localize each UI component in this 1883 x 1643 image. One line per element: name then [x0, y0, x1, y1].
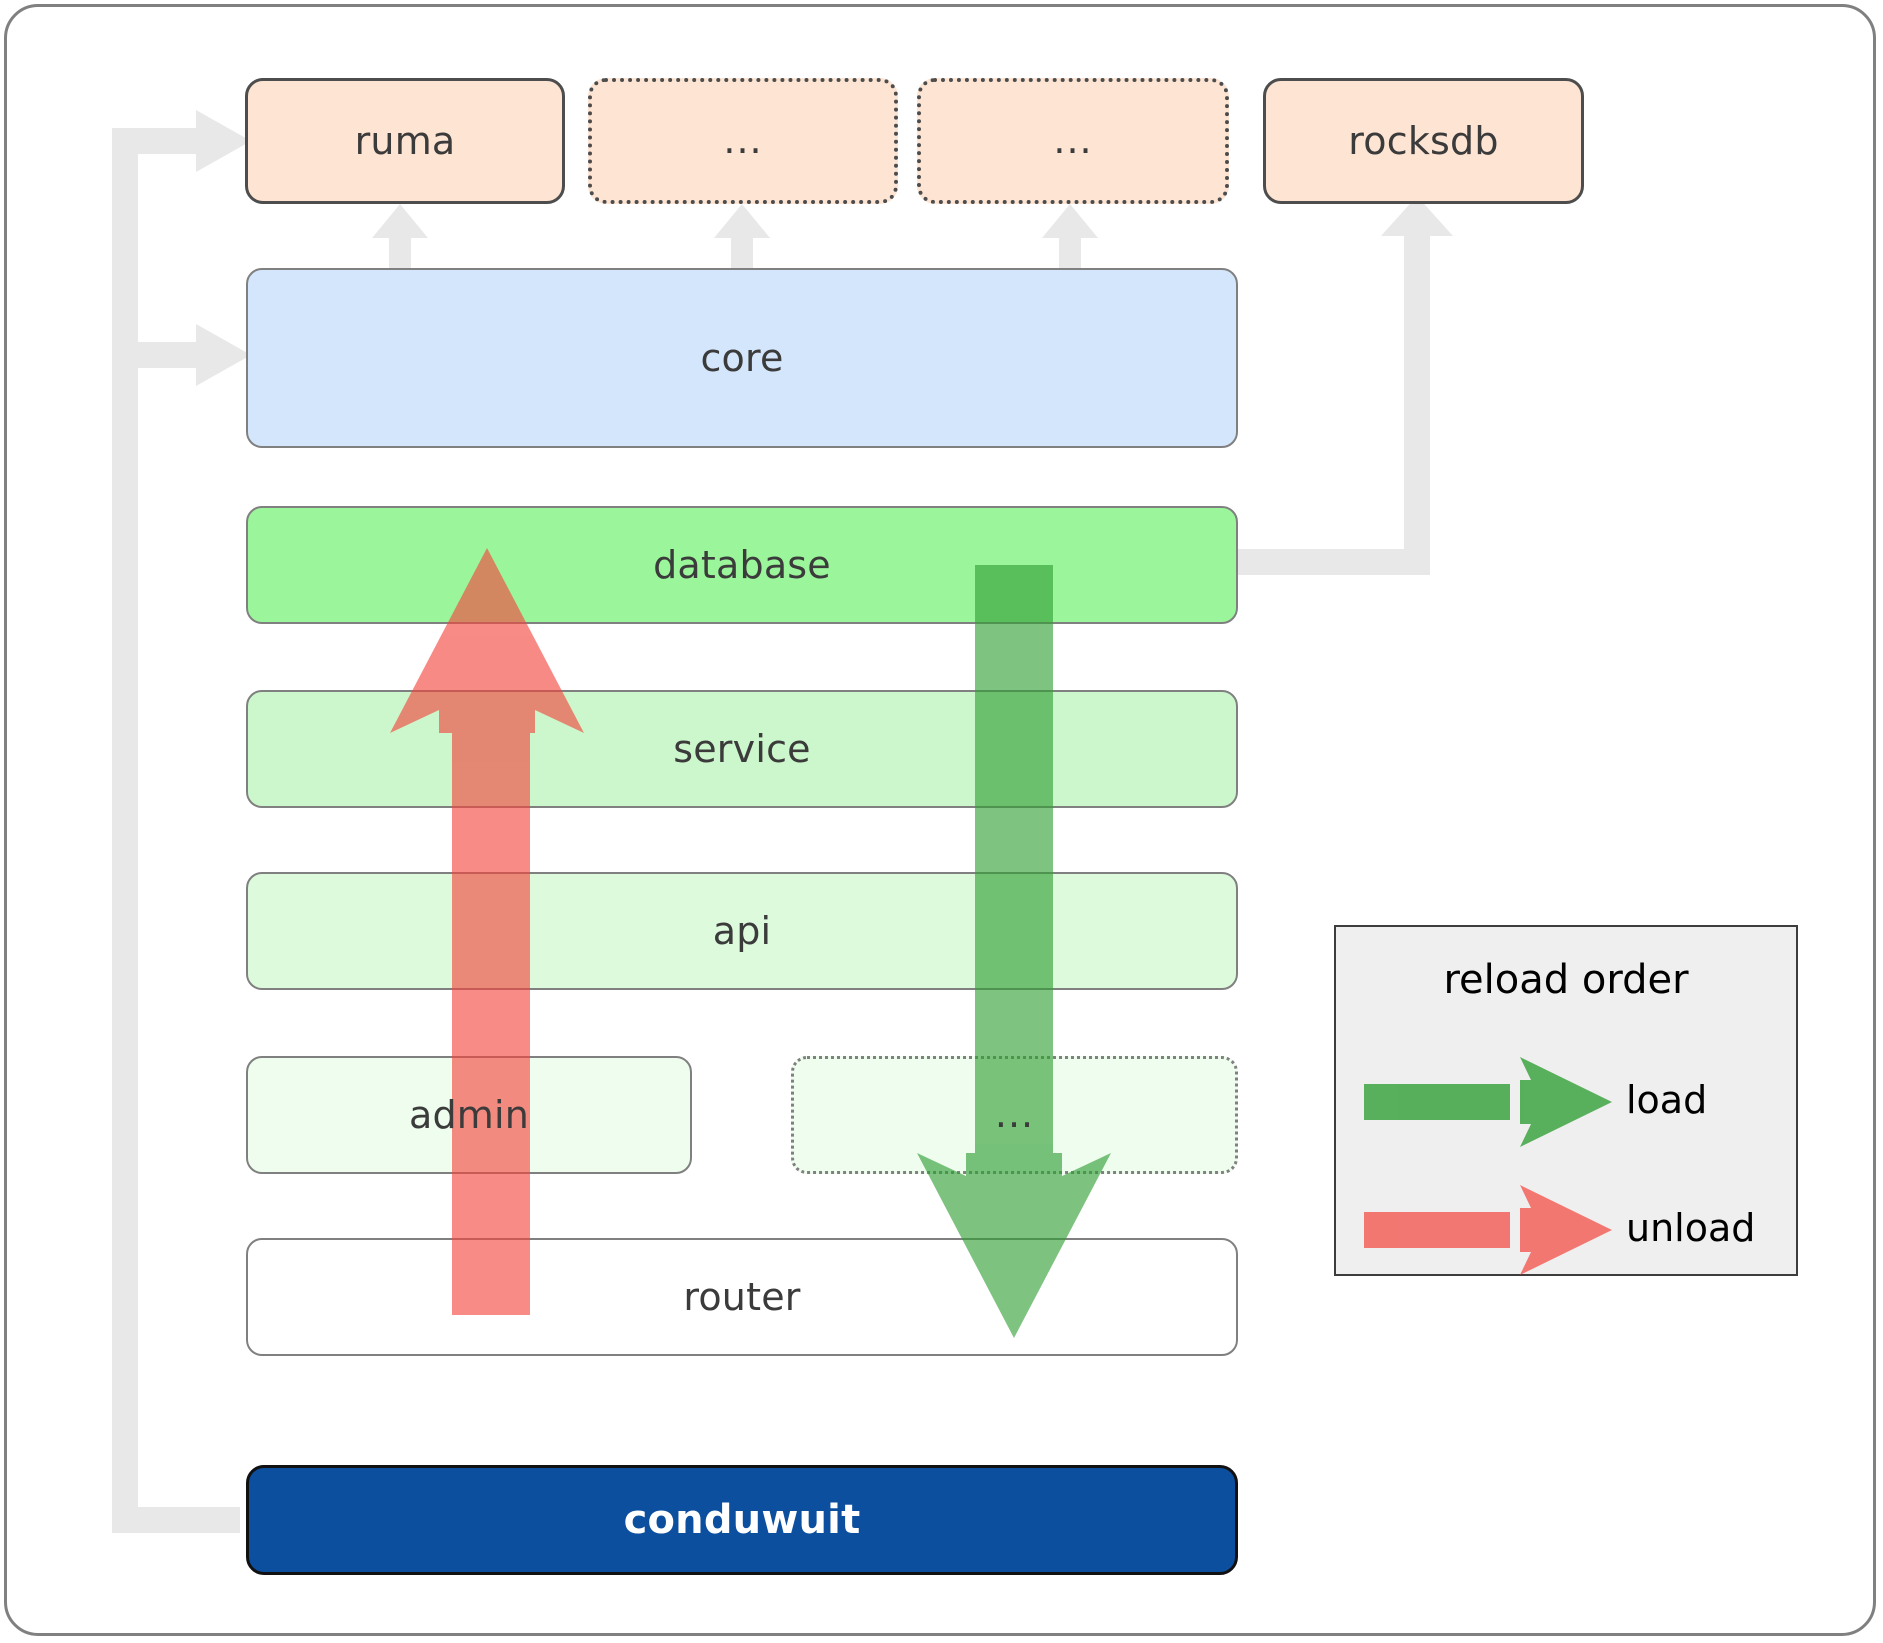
layer-service-label: service	[673, 727, 811, 771]
layer-placeholder[interactable]: ...	[791, 1056, 1238, 1174]
dependency-placeholder-2-label: ...	[1053, 118, 1093, 163]
binary-conduwuit[interactable]: conduwuit	[246, 1465, 1238, 1575]
layer-admin-label: admin	[408, 1093, 530, 1137]
dependency-placeholder-1[interactable]: ...	[588, 78, 898, 204]
layer-database[interactable]: database	[246, 506, 1238, 624]
legend-label-unload: unload	[1626, 1206, 1756, 1250]
legend-label-load: load	[1626, 1078, 1708, 1122]
dependency-ruma[interactable]: ruma	[245, 78, 565, 204]
legend-row-load: load	[1336, 1055, 1796, 1147]
layer-router-label: router	[683, 1275, 801, 1319]
layer-admin[interactable]: admin	[246, 1056, 692, 1174]
layer-api[interactable]: api	[246, 872, 1238, 990]
layer-service[interactable]: service	[246, 690, 1238, 808]
dependency-placeholder-2[interactable]: ...	[917, 78, 1229, 204]
layer-database-label: database	[653, 543, 831, 587]
dependency-rocksdb-label: rocksdb	[1348, 119, 1499, 163]
diagram-frame	[4, 4, 1876, 1636]
legend-title: reload order	[1443, 957, 1689, 1003]
unload-arrow-icon	[1364, 1185, 1612, 1275]
binary-conduwuit-label: conduwuit	[623, 1497, 861, 1543]
layer-router[interactable]: router	[246, 1238, 1238, 1356]
legend-row-unload: unload	[1336, 1183, 1796, 1275]
dependency-ruma-label: ruma	[354, 119, 456, 163]
layer-placeholder-label: ...	[994, 1092, 1035, 1137]
dependency-placeholder-1-label: ...	[723, 118, 763, 163]
layer-core-label: core	[700, 336, 784, 380]
legend-panel: reload order load unload	[1334, 925, 1798, 1276]
dependency-rocksdb[interactable]: rocksdb	[1263, 78, 1584, 204]
layer-api-label: api	[712, 909, 772, 953]
load-arrow-icon	[1364, 1057, 1612, 1147]
layer-core[interactable]: core	[246, 268, 1238, 448]
